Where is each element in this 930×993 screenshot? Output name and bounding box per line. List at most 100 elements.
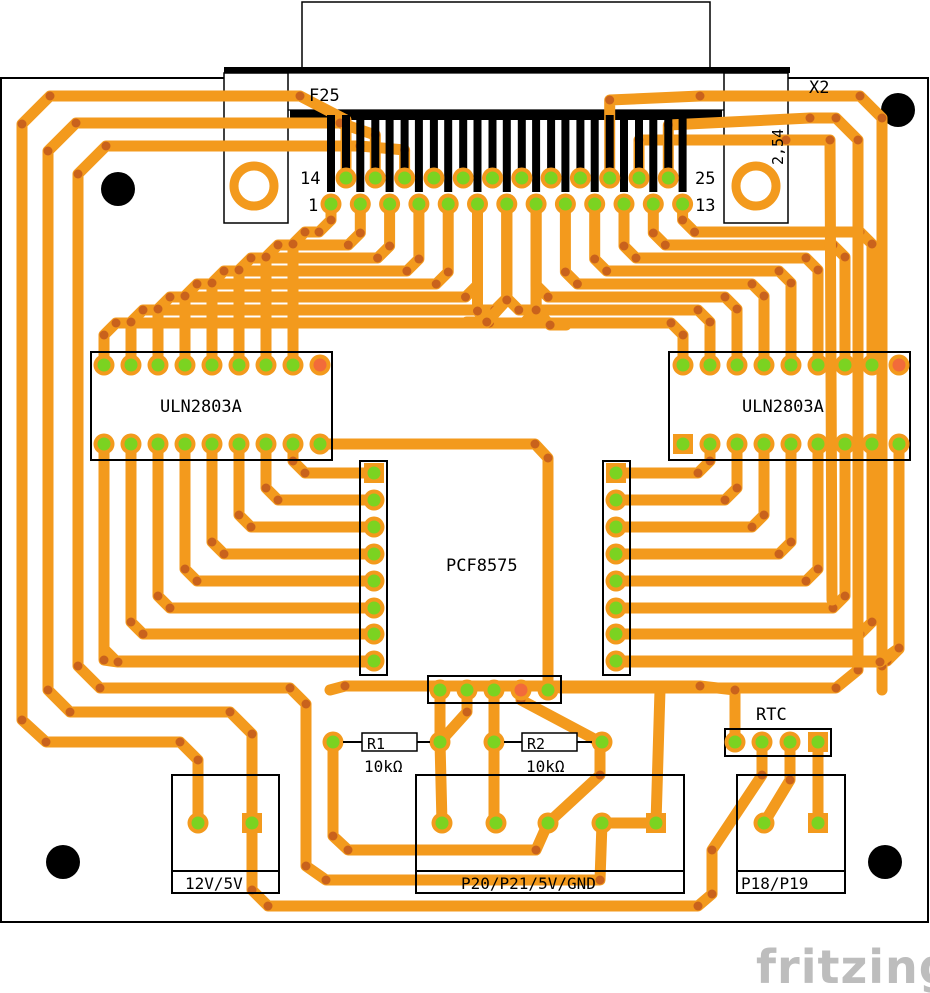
db-pin-leg xyxy=(342,115,350,178)
trace-bend xyxy=(101,141,111,151)
trace-bend xyxy=(207,278,217,288)
pad-center xyxy=(730,358,744,372)
pad-center xyxy=(514,683,528,697)
trace-bend xyxy=(41,737,51,747)
trace-bend xyxy=(853,135,863,145)
pad-center xyxy=(326,735,340,749)
trace-db-to-ic-right xyxy=(647,198,851,371)
trace-bend xyxy=(531,305,541,315)
trace-bend xyxy=(543,292,553,302)
trace-bend xyxy=(273,240,283,250)
pad-center xyxy=(151,437,165,451)
pad-center xyxy=(811,816,825,830)
trace-bend xyxy=(831,683,841,693)
trace-bend xyxy=(813,265,823,275)
pad-center xyxy=(603,171,617,185)
trace-bend xyxy=(99,330,109,340)
trace-db-center xyxy=(530,198,572,331)
pad-center xyxy=(433,683,447,697)
trace-bend xyxy=(246,253,256,263)
trace-bend xyxy=(473,306,482,316)
pad-center xyxy=(97,437,111,451)
pad-center xyxy=(500,197,514,211)
db-pin-leg xyxy=(444,115,453,192)
db-pin-leg xyxy=(371,115,380,178)
db-pin-leg xyxy=(488,115,497,178)
pad-center xyxy=(838,358,852,372)
pad-center xyxy=(617,197,631,211)
pad-center xyxy=(124,437,138,451)
trace-bend xyxy=(71,118,81,128)
label-f25: F25 xyxy=(309,86,340,106)
trace-bend xyxy=(840,591,850,601)
trace-bend xyxy=(785,775,795,785)
pad-center xyxy=(529,197,543,211)
flange-hole-right xyxy=(731,161,781,211)
trace-bend xyxy=(747,522,757,532)
pad-center xyxy=(353,197,367,211)
trace-bend xyxy=(730,685,740,695)
trace-ic-left-to-header xyxy=(125,438,380,640)
trace-bend xyxy=(732,304,742,314)
trace-bend xyxy=(786,537,796,547)
pad-center xyxy=(609,601,623,615)
db-pin-leg xyxy=(385,115,394,192)
trace-bend xyxy=(805,113,815,123)
pad-center xyxy=(191,816,205,830)
pad-center xyxy=(151,358,165,372)
pad-center xyxy=(460,683,474,697)
trace-bend xyxy=(43,146,53,156)
trace-bend xyxy=(402,266,412,276)
copper-traces xyxy=(16,90,905,912)
trace-bend xyxy=(165,292,175,302)
pad-center xyxy=(865,437,879,451)
terminal-aux-outline xyxy=(736,774,846,894)
pad-center xyxy=(730,437,744,451)
pad-center xyxy=(728,735,742,749)
pad-center xyxy=(515,171,529,185)
trace-bend xyxy=(461,292,470,302)
pad-center xyxy=(178,437,192,451)
trace-bend xyxy=(17,715,27,725)
trace-bend xyxy=(781,135,791,145)
trace-bend xyxy=(263,901,273,911)
label-pitch: 2,54 xyxy=(769,129,787,165)
pad-center xyxy=(892,437,906,451)
trace-bend xyxy=(786,278,796,288)
pad-center xyxy=(595,735,609,749)
label-r2-value: 10kΩ xyxy=(526,757,565,776)
header-bottom-outline xyxy=(427,675,562,704)
label-bus-terminal: P20/P21/5V/GND xyxy=(461,874,596,893)
pad-center xyxy=(245,816,259,830)
trace-bend xyxy=(126,617,136,627)
trace-db-to-ic-right xyxy=(559,198,770,371)
pad-center xyxy=(367,466,381,480)
trace-bend xyxy=(45,91,55,101)
trace-bend xyxy=(73,169,83,179)
trace-bend xyxy=(894,643,904,653)
header-right-outline xyxy=(602,460,631,676)
trace-db-to-ic-right xyxy=(472,198,689,371)
trace-bend xyxy=(153,591,163,601)
pad-center xyxy=(398,171,412,185)
pad-center xyxy=(609,547,623,561)
trace-bend xyxy=(193,755,203,765)
db-pin-leg xyxy=(429,115,438,178)
pad-center xyxy=(324,197,338,211)
db-pin-leg xyxy=(620,115,628,192)
pad-center xyxy=(124,358,138,372)
pad-center xyxy=(367,654,381,668)
trace-bend xyxy=(867,239,877,249)
mount-hole-left xyxy=(101,172,135,206)
db-pin-leg xyxy=(414,115,423,192)
trace-bend xyxy=(648,228,658,238)
trace-bend xyxy=(774,266,784,276)
db-connector-body xyxy=(279,72,736,111)
trace-bend xyxy=(288,239,298,249)
pad-center xyxy=(757,816,771,830)
ic-right-outline xyxy=(668,351,911,461)
pad-center xyxy=(178,358,192,372)
trace-bend xyxy=(462,707,472,717)
trace-bend xyxy=(530,439,540,449)
trace-bend xyxy=(234,510,244,520)
